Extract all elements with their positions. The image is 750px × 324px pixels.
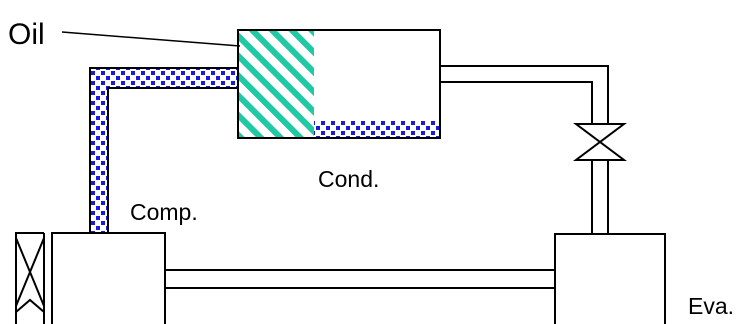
compressor	[51, 232, 166, 324]
oil-pipe-fill	[90, 68, 238, 233]
oil-label: Oil	[8, 18, 45, 51]
condenser-label: Cond.	[318, 166, 379, 192]
compressor-body	[51, 232, 166, 324]
condenser-oil-pool	[314, 120, 440, 138]
liquid-line-inner	[440, 81, 593, 123]
oil-pipe-outer-wall	[89, 67, 238, 233]
compressor-pulley	[15, 232, 45, 324]
expansion-valve-symbol	[573, 123, 627, 161]
compressor-label: Comp.	[130, 199, 198, 225]
pulley-outer	[15, 232, 44, 324]
condenser-body	[237, 29, 441, 139]
oil-pipe-inner-wall	[107, 87, 238, 233]
condenser-oil-hatch	[238, 30, 314, 138]
evaporator	[554, 233, 666, 324]
oil-leader-line	[61, 31, 241, 47]
pulley-lower-v	[15, 298, 45, 313]
evaporator-label: Eva.	[688, 293, 734, 319]
pulley-groove-left	[15, 237, 32, 307]
condenser	[237, 29, 441, 139]
pulley-groove-right	[28, 237, 45, 307]
liquid-line-outer	[440, 65, 609, 123]
expansion-valve	[573, 123, 627, 161]
liquid-line	[440, 65, 609, 234]
suction-line	[165, 269, 555, 289]
evaporator-body	[554, 233, 666, 324]
oil-pipe	[89, 67, 238, 233]
